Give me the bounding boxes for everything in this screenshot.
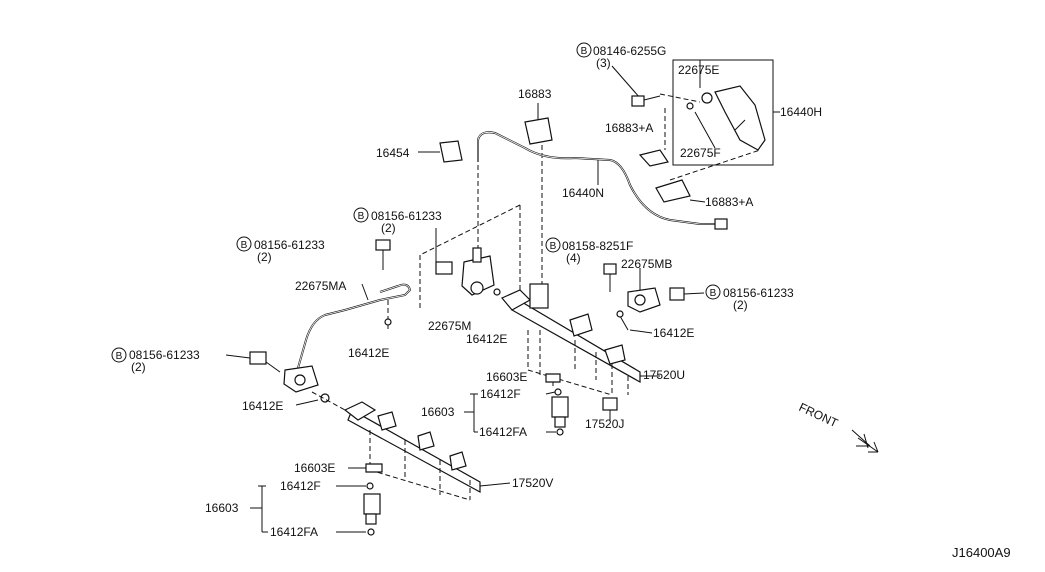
label-08156-b2: 08156-61233 bbox=[371, 209, 442, 223]
label-16603e-left: 16603E bbox=[294, 461, 335, 475]
label-16412f-right: 16412F bbox=[480, 387, 521, 401]
label-08156-b3-qty: (2) bbox=[257, 250, 272, 264]
label-17520j: 17520J bbox=[585, 417, 624, 431]
clip-16883a-upper bbox=[638, 149, 669, 167]
clip-16603e-left bbox=[365, 463, 383, 473]
label-16412fa-left: 16412FA bbox=[270, 525, 318, 539]
label-08146-qty: (3) bbox=[596, 56, 611, 70]
label-16454: 16454 bbox=[376, 146, 410, 160]
label-16603-right: 16603 bbox=[421, 405, 455, 419]
label-08158-8251f: 08158-8251F bbox=[562, 239, 633, 253]
clip-16603e-right bbox=[545, 373, 561, 383]
label-22675m: 22675M bbox=[428, 319, 471, 333]
label-22675ma: 22675MA bbox=[295, 279, 346, 293]
label-17520v: 17520V bbox=[512, 476, 553, 490]
label-08156-b5: 08156-61233 bbox=[723, 286, 794, 300]
label-22675f: 22675F bbox=[680, 146, 721, 160]
label-08156-b6: 08156-61233 bbox=[129, 348, 200, 362]
clip-16883a-lower bbox=[655, 179, 691, 203]
bolt-08156-61233-d bbox=[669, 287, 685, 301]
fuel-rail-17520v bbox=[347, 409, 481, 494]
label-16603-left: 16603 bbox=[205, 501, 239, 515]
bolt-08146-6255g bbox=[631, 95, 645, 107]
label-16412e-right: 16412E bbox=[653, 326, 694, 340]
label-16412f-left: 16412F bbox=[280, 479, 321, 493]
label-16883: 16883 bbox=[518, 87, 552, 101]
label-16412e-left: 16412E bbox=[242, 399, 283, 413]
bolt-08156-61233-c bbox=[249, 351, 267, 365]
label-16603e-right: 16603E bbox=[486, 370, 527, 384]
nut-22675e bbox=[701, 92, 713, 104]
bolt-08156-61233-b bbox=[375, 239, 391, 251]
bolt-mark-b1 bbox=[576, 42, 592, 58]
clip-16454 bbox=[439, 140, 463, 163]
label-22675mb: 22675MB bbox=[621, 257, 672, 271]
label-08158-qty: (4) bbox=[566, 251, 581, 265]
label-16883a-2: 16883+A bbox=[705, 195, 753, 209]
label-16412e-hose: 16412E bbox=[348, 346, 389, 360]
clip-16883 bbox=[524, 117, 553, 145]
bolt-mark-b4 bbox=[545, 237, 561, 253]
injector-16603-right bbox=[551, 396, 569, 418]
diagram-code: J16400A9 bbox=[952, 545, 1011, 560]
bolt-mark-b2 bbox=[353, 207, 369, 223]
svg-text:B: B bbox=[241, 240, 248, 251]
bolt-mark-b5 bbox=[705, 284, 721, 300]
label-08156-b5-qty: (2) bbox=[733, 298, 748, 312]
bolt-mark-b6 bbox=[111, 347, 127, 363]
injector-16603-left bbox=[363, 493, 381, 515]
svg-text:B: B bbox=[550, 241, 557, 252]
label-16412e-center: 16412E bbox=[466, 332, 507, 346]
label-16412fa-right: 16412FA bbox=[479, 425, 527, 439]
label-08156-b3: 08156-61233 bbox=[254, 238, 325, 252]
collar-17520j bbox=[602, 397, 618, 411]
label-22675e: 22675E bbox=[678, 63, 719, 77]
svg-text:B: B bbox=[710, 288, 717, 299]
label-16440h: 16440H bbox=[780, 105, 822, 119]
label-17520u: 17520U bbox=[643, 368, 685, 382]
bracket-16440h bbox=[714, 85, 766, 151]
label-08156-b6-qty: (2) bbox=[131, 360, 146, 374]
bolt-mark-b3 bbox=[236, 236, 252, 252]
label-08146-6255g: 08146-6255G bbox=[593, 44, 666, 58]
bolt-08158-8251f bbox=[603, 263, 617, 275]
front-arrow: FRONT bbox=[797, 400, 879, 453]
label-16440n: 16440N bbox=[562, 186, 604, 200]
label-16883a-1: 16883+A bbox=[605, 121, 653, 135]
svg-text:B: B bbox=[581, 46, 588, 57]
o-ring-16412e-center bbox=[493, 288, 501, 296]
svg-text:B: B bbox=[116, 351, 123, 362]
svg-text:FRONT: FRONT bbox=[797, 400, 841, 430]
o-ring-16412e-right bbox=[616, 310, 624, 318]
bolt-08156-61233-a bbox=[435, 261, 453, 275]
svg-text:B: B bbox=[358, 211, 365, 222]
label-08156-b2-qty: (2) bbox=[381, 221, 396, 235]
